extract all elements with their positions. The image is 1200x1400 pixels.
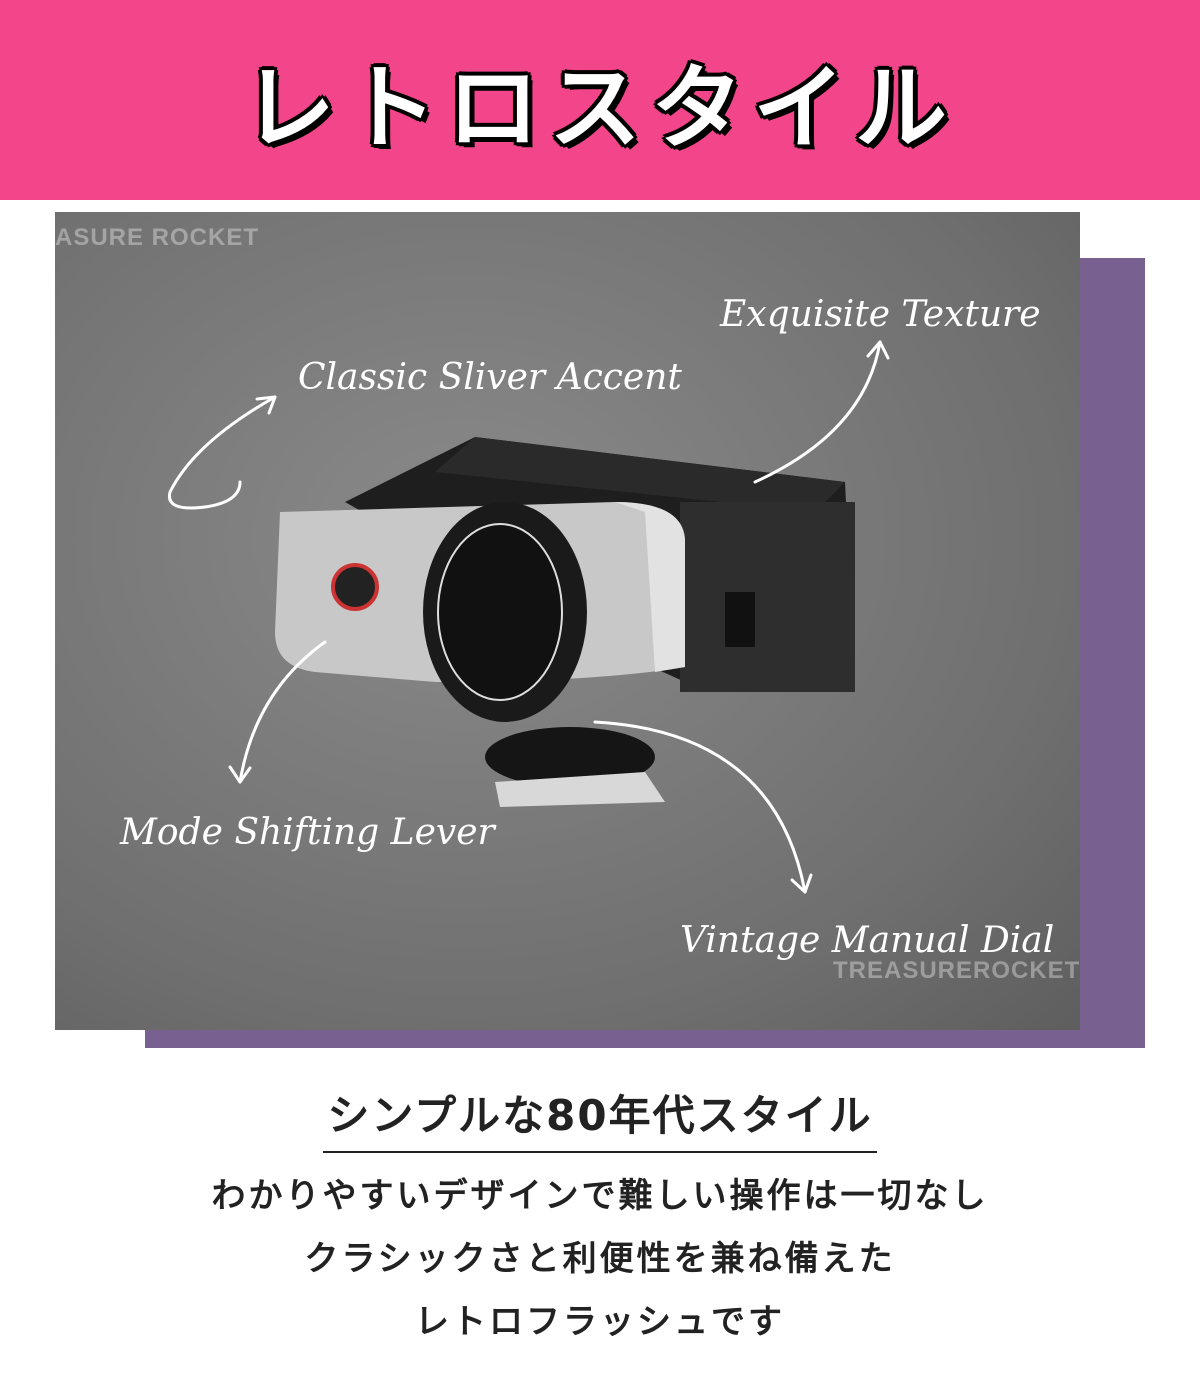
header-banner: レトロスタイル — [0, 0, 1200, 200]
description: わかりやすいデザインで難しい操作は一切なし クラシックさと利便性を兼ね備えた レ… — [0, 1165, 1200, 1354]
description-line: クラシックさと利便性を兼ね備えた — [304, 1239, 896, 1279]
flash-illustration — [167, 340, 890, 894]
annotation-dial: Vintage Manual Dial — [680, 920, 1055, 961]
subtitle-wrap: シンプルな80年代スタイル — [0, 1082, 1200, 1153]
annotation-silver-accent: Classic Sliver Accent — [298, 357, 682, 398]
annotation-texture: Exquisite Texture — [720, 294, 1041, 335]
subtitle: シンプルな80年代スタイル — [323, 1082, 877, 1153]
watermark: ASURE ROCKET — [55, 224, 260, 251]
description-line: レトロフラッシュです — [415, 1302, 785, 1342]
watermark: TREASUREROCKET — [833, 957, 1080, 984]
product-photo: ASURE ROCKET TREASUREROCKET Classic Sliv… — [55, 212, 1080, 1030]
page-title: レトロスタイル — [242, 54, 957, 162]
annotation-lever: Mode Shifting Lever — [120, 812, 495, 853]
description-line: わかりやすいデザインで難しい操作は一切なし — [211, 1176, 989, 1216]
